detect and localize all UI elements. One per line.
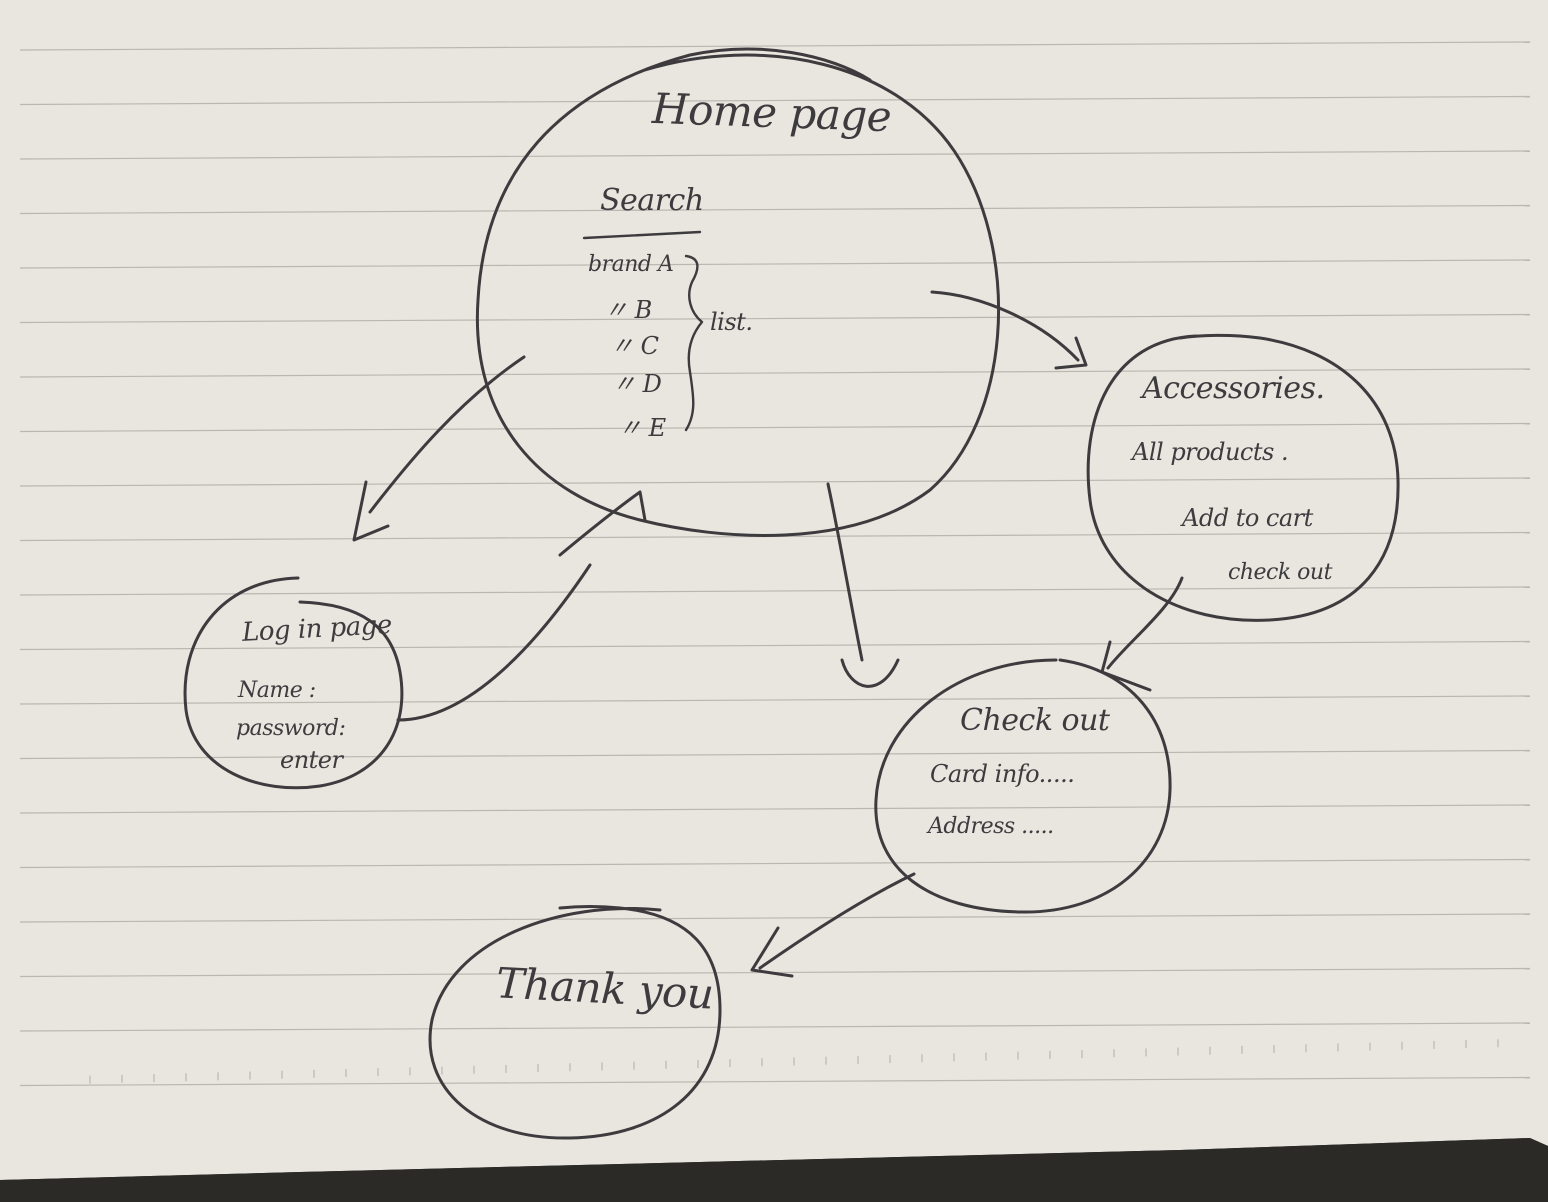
checkout-title: Check out xyxy=(960,703,1110,738)
arrow-checkout-to-thankyou xyxy=(758,872,916,970)
login-enter: enter xyxy=(280,746,343,774)
thank-you-circle xyxy=(428,905,722,1140)
arrow-home-to-checkout xyxy=(826,482,864,662)
ruled-line xyxy=(19,749,1531,760)
accessories-check-out: check out xyxy=(1228,560,1332,585)
desk-background xyxy=(0,1138,1548,1202)
arrow-home-to-accessories xyxy=(930,290,1080,362)
ruled-line xyxy=(19,804,1531,814)
arrow-home-to-login xyxy=(368,355,526,514)
ruled-line xyxy=(19,640,1531,651)
arrow-home-to-login-head xyxy=(352,480,390,542)
checkout-circle xyxy=(874,658,1172,914)
accessories-all-products: All products . xyxy=(1132,438,1289,466)
ruled-line xyxy=(19,41,1531,51)
accessories-circle xyxy=(1086,333,1400,622)
ruled-line xyxy=(19,95,1531,106)
list-item-d: 〃 D xyxy=(612,370,662,398)
ruled-line xyxy=(19,313,1531,324)
login-password-field: password: xyxy=(236,716,346,741)
login-page-circle xyxy=(183,576,404,790)
home-page-title: Home page xyxy=(651,83,892,142)
ruled-line xyxy=(19,422,1531,433)
search-label: Search xyxy=(600,183,704,218)
ruled-line xyxy=(19,368,1531,378)
list-item-brand-a: brand A xyxy=(588,252,674,277)
list-item-c: 〃 C xyxy=(610,332,659,360)
arrow-login-to-home-head xyxy=(558,490,647,557)
ruler-ticks xyxy=(89,1039,1499,1084)
ruled-line xyxy=(19,586,1531,596)
arrow-home-to-checkout-head xyxy=(840,658,900,688)
ruled-line xyxy=(19,695,1531,705)
ruled-line xyxy=(19,913,1531,923)
checkout-address: Address ..... xyxy=(928,814,1054,839)
checkout-card-info: Card info..... xyxy=(930,760,1075,788)
search-underline xyxy=(582,230,702,240)
ruled-line xyxy=(19,150,1531,160)
thank-you-title: Thank you xyxy=(494,958,715,1019)
home-page-circle xyxy=(475,47,1000,537)
login-page-title: Log in page xyxy=(241,610,393,648)
ruled-line xyxy=(19,858,1531,869)
ruled-line xyxy=(19,204,1531,215)
list-item-b: 〃 B xyxy=(604,296,652,324)
list-brace xyxy=(684,254,704,432)
arrow-login-to-home xyxy=(396,563,592,722)
arrow-accessories-to-checkout xyxy=(1106,576,1184,670)
ruled-line xyxy=(19,259,1531,269)
ruled-line xyxy=(19,1022,1531,1032)
accessories-title: Accessories. xyxy=(1142,371,1325,406)
arrow-accessories-to-checkout-head xyxy=(1100,640,1152,692)
ruled-line xyxy=(19,477,1531,487)
accessories-add-to-cart: Add to cart xyxy=(1182,504,1313,532)
ruled-line xyxy=(19,1076,1531,1087)
arrow-home-to-accessories-head xyxy=(1054,336,1088,370)
list-item-e: 〃 E xyxy=(618,414,666,442)
arrow-checkout-to-thankyou-head xyxy=(750,926,794,978)
login-name-field: Name : xyxy=(238,678,316,703)
list-brace-label: list. xyxy=(710,308,753,336)
